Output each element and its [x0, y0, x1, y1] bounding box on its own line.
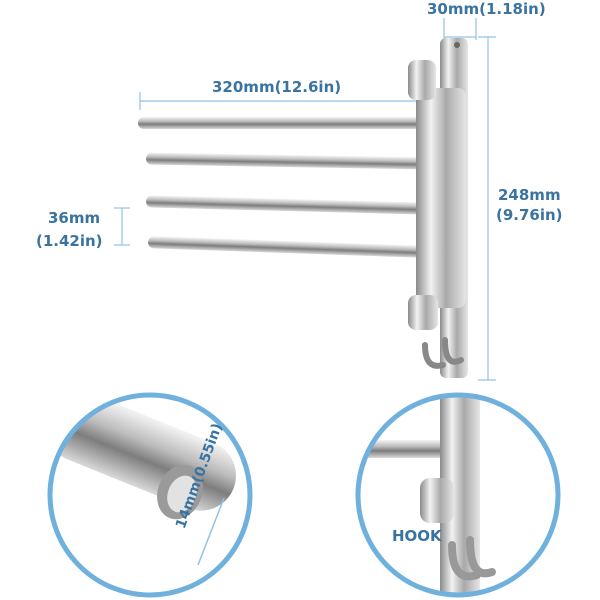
bar-end-detail	[50, 395, 250, 595]
spacing-in-label: (1.42in)	[36, 232, 103, 250]
hook-detail	[358, 395, 558, 595]
dimension-lines	[114, 18, 496, 381]
towel-bars	[138, 117, 426, 258]
hook-label: HOOK	[392, 527, 442, 545]
wall-post	[408, 38, 468, 378]
arm-length-label: 320mm(12.6in)	[212, 78, 342, 96]
spacing-mm-label: 36mm	[48, 209, 101, 227]
plate-width-label: 30mm(1.18in)	[427, 0, 546, 18]
height-in-label: (9.76in)	[496, 206, 563, 224]
height-mm-label: 248mm	[498, 186, 561, 204]
